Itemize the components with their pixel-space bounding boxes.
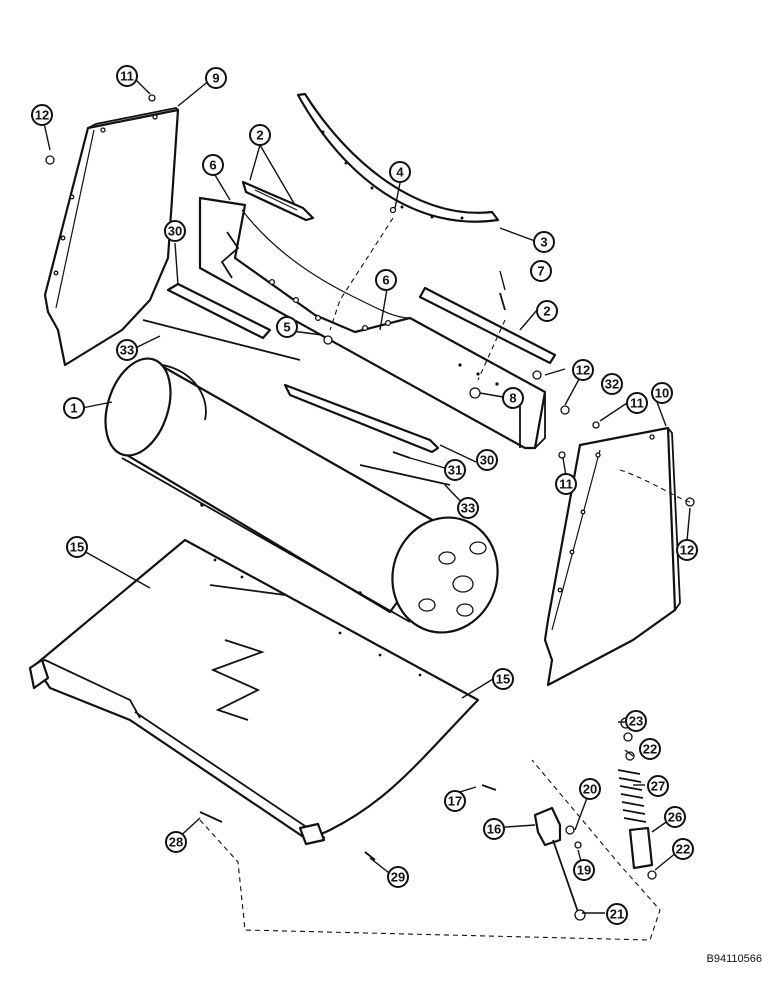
linkage-assembly xyxy=(533,717,657,921)
svg-text:22: 22 xyxy=(643,742,657,757)
callout-15: 15 xyxy=(492,668,514,690)
svg-text:21: 21 xyxy=(610,907,624,922)
svg-text:27: 27 xyxy=(651,779,665,794)
callout-11: 11 xyxy=(555,473,577,495)
svg-text:6: 6 xyxy=(209,158,216,173)
callout-16: 16 xyxy=(483,818,505,840)
callout-2: 2 xyxy=(249,124,271,146)
svg-text:23: 23 xyxy=(629,714,643,729)
svg-text:17: 17 xyxy=(448,794,462,809)
svg-text:1: 1 xyxy=(70,401,77,416)
svg-text:7: 7 xyxy=(537,264,544,279)
callout-17: 17 xyxy=(444,790,466,812)
callout-9: 9 xyxy=(205,67,227,89)
svg-text:20: 20 xyxy=(583,782,597,797)
callout-11: 11 xyxy=(626,392,648,414)
svg-text:9: 9 xyxy=(212,71,219,86)
svg-text:11: 11 xyxy=(120,69,134,84)
callout-1: 1 xyxy=(63,397,85,419)
callout-5: 5 xyxy=(276,316,298,338)
dashed-lines xyxy=(199,217,691,941)
svg-text:15: 15 xyxy=(70,540,84,555)
left-side-panel xyxy=(43,107,180,367)
callout-7: 7 xyxy=(530,260,552,282)
callout-26: 26 xyxy=(664,806,686,828)
svg-text:26: 26 xyxy=(668,810,682,825)
callouts: 1 2 2 3 4 5 6 6 7 8 9 10 11 11 11 12 12 … xyxy=(31,65,698,925)
mounting-angle xyxy=(166,282,440,454)
callout-8: 8 xyxy=(502,387,524,409)
callout-2: 2 xyxy=(536,300,558,322)
callout-3: 3 xyxy=(533,231,555,253)
callout-6: 6 xyxy=(375,269,397,291)
callout-21: 21 xyxy=(606,903,628,925)
callout-20: 20 xyxy=(579,778,601,800)
svg-text:15: 15 xyxy=(496,672,510,687)
callout-4: 4 xyxy=(389,161,411,183)
callout-27: 27 xyxy=(647,775,669,797)
pan xyxy=(28,538,480,846)
callout-33: 33 xyxy=(457,497,479,519)
svg-text:11: 11 xyxy=(630,396,644,411)
main-housing xyxy=(198,196,547,450)
callout-10: 10 xyxy=(651,382,673,404)
callout-23: 23 xyxy=(625,710,647,732)
right-side-panel xyxy=(543,426,681,687)
lower-rod xyxy=(359,464,451,486)
callout-22: 22 xyxy=(639,738,661,760)
long-plate-right xyxy=(418,286,557,365)
svg-text:2: 2 xyxy=(543,304,550,319)
callout-12: 12 xyxy=(572,359,594,381)
svg-text:12: 12 xyxy=(576,363,590,378)
callout-33: 33 xyxy=(116,339,138,361)
figure-id: B94110566 xyxy=(707,953,762,965)
svg-text:12: 12 xyxy=(35,108,49,123)
svg-text:4: 4 xyxy=(396,165,404,180)
svg-text:22: 22 xyxy=(676,842,690,857)
svg-text:16: 16 xyxy=(487,822,501,837)
svg-text:31: 31 xyxy=(448,463,462,478)
callout-15: 15 xyxy=(66,536,88,558)
callout-19: 19 xyxy=(573,859,595,881)
callout-12: 12 xyxy=(676,539,698,561)
callout-6: 6 xyxy=(202,154,224,176)
svg-text:11: 11 xyxy=(559,477,573,492)
svg-text:33: 33 xyxy=(120,343,134,358)
svg-text:3: 3 xyxy=(540,235,547,250)
svg-text:30: 30 xyxy=(480,453,494,468)
callout-30: 30 xyxy=(164,220,186,242)
svg-text:33: 33 xyxy=(461,501,475,516)
svg-text:32: 32 xyxy=(605,377,619,392)
svg-text:2: 2 xyxy=(256,128,263,143)
callout-31: 31 xyxy=(444,459,466,481)
leader-lines xyxy=(43,78,691,914)
hardware-group xyxy=(45,94,695,861)
svg-text:19: 19 xyxy=(577,863,591,878)
callout-28: 28 xyxy=(165,831,187,853)
callout-12: 12 xyxy=(31,104,53,126)
svg-text:6: 6 xyxy=(382,273,389,288)
callout-30: 30 xyxy=(476,449,498,471)
drum xyxy=(104,357,499,634)
callout-11: 11 xyxy=(116,65,138,87)
callout-22: 22 xyxy=(672,838,694,860)
upper-rod xyxy=(142,319,301,361)
svg-text:5: 5 xyxy=(283,320,290,335)
callout-29: 29 xyxy=(387,866,409,888)
callout-32: 32 xyxy=(601,373,623,395)
svg-text:8: 8 xyxy=(509,391,516,406)
svg-text:29: 29 xyxy=(391,870,405,885)
curved-strip xyxy=(296,92,500,223)
small-plate-upper xyxy=(241,180,315,222)
svg-text:12: 12 xyxy=(680,543,694,558)
svg-text:28: 28 xyxy=(169,835,183,850)
svg-text:30: 30 xyxy=(168,224,182,239)
svg-text:10: 10 xyxy=(655,386,669,401)
